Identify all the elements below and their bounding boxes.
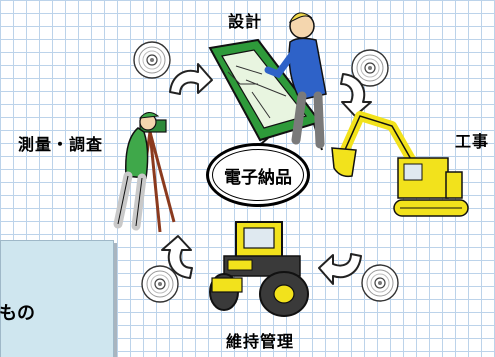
road-roller-icon — [209, 221, 309, 317]
curved-arrow-icon — [318, 253, 362, 285]
excavator-icon — [331, 111, 469, 217]
label-design: 設計 — [228, 14, 263, 31]
callout-box: たもの — [0, 240, 114, 357]
designer-person-icon — [208, 12, 327, 151]
center-label: 電子納品 — [224, 168, 292, 187]
callout-text: たもの — [0, 303, 35, 323]
cd-disc-icon — [361, 264, 399, 302]
label-survey: 測量・調査 — [18, 137, 104, 154]
center-ellipse: 電子納品 — [206, 143, 310, 207]
cd-disc-icon — [133, 41, 171, 79]
curved-arrow-icon — [169, 63, 213, 95]
surveyor-icon — [113, 112, 176, 233]
label-maintenance: 維持管理 — [226, 334, 295, 351]
label-construction: 工事 — [455, 134, 490, 151]
cd-disc-icon — [141, 265, 179, 303]
